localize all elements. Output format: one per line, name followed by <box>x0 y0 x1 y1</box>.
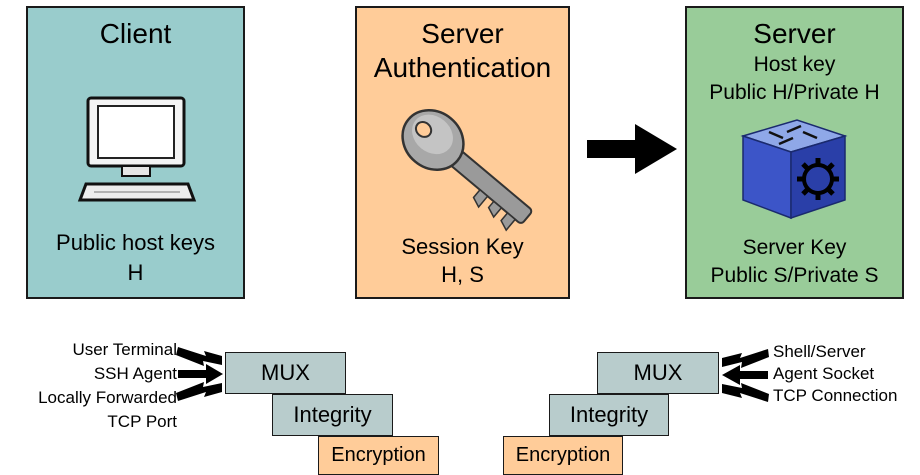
auth-session-line1: Session Key <box>401 234 524 259</box>
auth-panel: Server Authentication Session Key H, S <box>355 6 570 299</box>
left-input-ssh-agent: SSH Agent <box>93 364 177 383</box>
right-mux-box: MUX <box>597 352 719 394</box>
computer-icon <box>77 96 197 202</box>
arrow-icon <box>176 382 222 401</box>
arrow-right-icon <box>587 124 677 174</box>
arrow-icon <box>178 364 223 384</box>
server-key-line2: Public S/Private S <box>710 264 879 287</box>
server-host-key-line1: Host key <box>753 53 836 76</box>
server-host-key-line2: Public H/Private H <box>709 81 880 104</box>
right-integrity-box: Integrity <box>549 394 669 436</box>
server-title: Server <box>753 18 836 49</box>
right-input-shell-server: Shell/Server <box>773 342 866 361</box>
server-panel: Server Host key Public H/Private H Serve… <box>685 6 904 299</box>
right-input-agent-socket: Agent Socket <box>773 364 875 383</box>
arrow-icon <box>722 365 768 385</box>
right-input-tcp-connection: TCP Connection <box>773 386 898 405</box>
key-icon <box>401 109 533 232</box>
client-title: Client <box>99 18 172 49</box>
arrow-icon <box>722 349 769 368</box>
auth-title-line1: Server <box>421 18 504 49</box>
left-mux-box: MUX <box>225 352 346 394</box>
client-keys-line2: H <box>127 260 144 285</box>
left-input-locally-forwarded: Locally Forwarded <box>38 388 177 407</box>
router-switch-icon <box>740 119 848 220</box>
client-keys-line1: Public host keys <box>56 230 215 255</box>
auth-title-line2: Authentication <box>373 52 552 83</box>
arrow-icon <box>176 347 222 366</box>
auth-session-line2: H, S <box>441 262 484 287</box>
server-key-line1: Server Key <box>742 236 847 259</box>
client-panel: Client Public host keys H <box>26 6 245 299</box>
left-input-tcp-port: TCP Port <box>107 412 177 431</box>
left-integrity-box: Integrity <box>272 394 393 436</box>
left-input-user-terminal: User Terminal <box>72 340 177 359</box>
arrow-icon <box>722 383 769 402</box>
